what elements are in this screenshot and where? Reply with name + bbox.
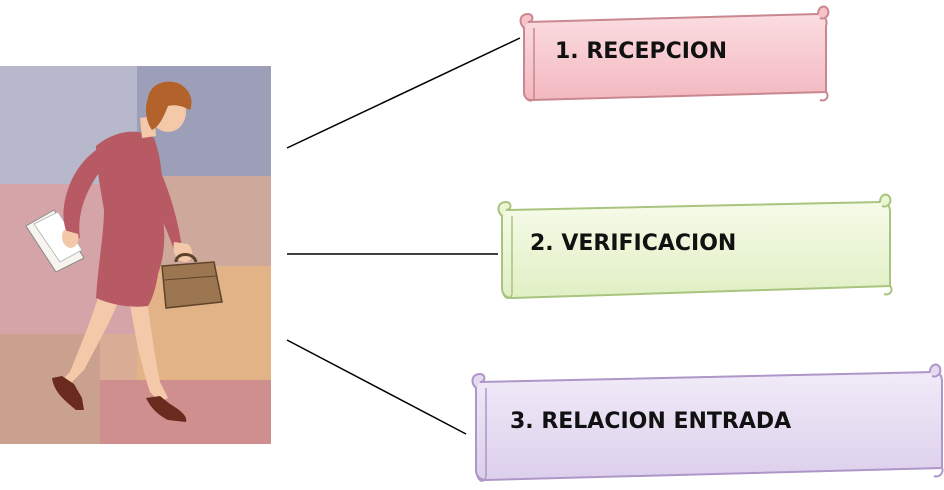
left-hand [62, 230, 79, 248]
left-arm [63, 150, 108, 240]
briefcase-icon [161, 253, 223, 309]
papers-icon [25, 209, 85, 273]
connector-lines [286, 37, 521, 435]
connector-line-1 [286, 37, 521, 149]
front-shoe [146, 396, 187, 422]
scroll-step-3: 3. RELACION ENTRADA [471, 363, 944, 482]
right-arm [140, 150, 182, 250]
woman-walking-illustration [0, 66, 271, 444]
hair [145, 81, 192, 130]
front-leg [128, 292, 168, 402]
step-2-label: 2. VERIFICACION [530, 231, 736, 256]
connector-line-3 [286, 339, 467, 435]
back-leg [62, 290, 120, 384]
back-shoe [52, 376, 84, 410]
scroll-step-1: 1. RECEPCION [519, 5, 830, 102]
illustration-background [0, 66, 271, 444]
scroll-step-2: 2. VERIFICACION [497, 193, 893, 300]
step-1-label: 1. RECEPCION [555, 39, 727, 64]
step-3-label: 3. RELACION ENTRADA [510, 409, 791, 434]
